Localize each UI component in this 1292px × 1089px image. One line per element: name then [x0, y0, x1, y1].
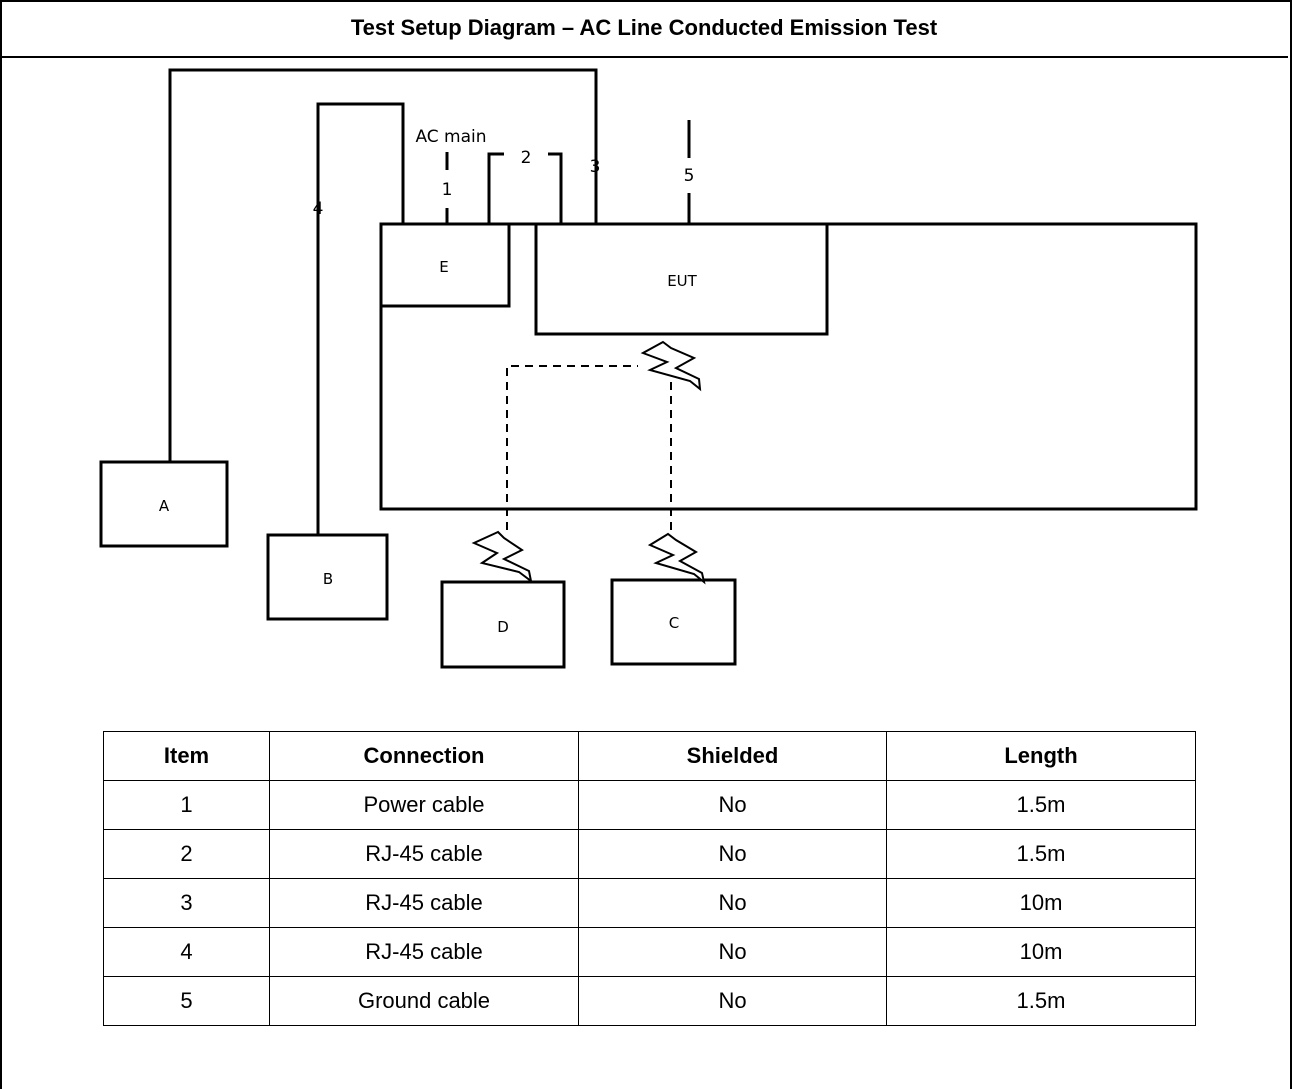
cable-2-line-right [548, 152, 563, 224]
cable-5-number: 5 [684, 166, 695, 186]
box-c-label: C [669, 614, 679, 632]
wireless-bolt-icon-eut [640, 340, 702, 392]
cell-connection: Power cable [269, 780, 579, 830]
cell-item: 1 [103, 780, 270, 830]
cell-length: 10m [886, 927, 1196, 977]
setup-diagram: EUT E A B D C AC main 1 2 3 4 5 [99, 68, 1198, 669]
cell-shielded: No [578, 976, 887, 1026]
table-row: 4 RJ-45 cable No 10m [103, 927, 1196, 977]
table-header-row: Item Connection Shielded Length [103, 731, 1196, 781]
box-e-label: E [439, 258, 448, 276]
wireless-link-d [506, 365, 638, 530]
cell-connection: RJ-45 cable [269, 829, 579, 879]
cable-3-number: 3 [590, 157, 601, 177]
cell-length: 1.5m [886, 780, 1196, 830]
wireless-bolt-icon-c [647, 532, 706, 585]
box-c [610, 578, 737, 666]
cell-shielded: No [578, 927, 887, 977]
box-d-label: D [497, 618, 509, 636]
cell-connection: RJ-45 cable [269, 878, 579, 928]
table-row: 2 RJ-45 cable No 1.5m [103, 829, 1196, 879]
cable-2-line-left [487, 152, 504, 224]
eut-label: EUT [667, 272, 697, 290]
box-b [266, 533, 389, 621]
cell-length: 1.5m [886, 976, 1196, 1026]
cell-length: 10m [886, 878, 1196, 928]
cable-1-number: 1 [442, 180, 453, 200]
cell-item: 5 [103, 976, 270, 1026]
wireless-bolt-icon-d [471, 530, 533, 584]
header-shielded: Shielded [578, 731, 887, 781]
cell-length: 1.5m [886, 829, 1196, 879]
cell-connection: RJ-45 cable [269, 927, 579, 977]
table-row: 5 Ground cable No 1.5m [103, 976, 1196, 1026]
test-table-outline [379, 222, 1198, 511]
cell-shielded: No [578, 878, 887, 928]
ac-main-label: AC main [415, 127, 486, 147]
page-title: Test Setup Diagram – AC Line Conducted E… [0, 0, 1288, 58]
table-row: 1 Power cable No 1.5m [103, 780, 1196, 830]
cable-4-number: 4 [313, 199, 324, 219]
cell-item: 4 [103, 927, 270, 977]
cell-shielded: No [578, 829, 887, 879]
header-item: Item [103, 731, 270, 781]
cable-table: Item Connection Shielded Length 1 Power … [103, 731, 1196, 1026]
box-e [379, 222, 511, 308]
cable-4-line [316, 102, 405, 535]
header-connection: Connection [269, 731, 579, 781]
cable-2-number: 2 [521, 148, 532, 168]
box-d [440, 580, 566, 669]
cable-3-line [168, 68, 598, 462]
cell-connection: Ground cable [269, 976, 579, 1026]
box-a-label: A [159, 497, 170, 515]
box-a [99, 460, 229, 548]
box-b-label: B [323, 570, 333, 588]
cell-item: 3 [103, 878, 270, 928]
header-length: Length [886, 731, 1196, 781]
cell-item: 2 [103, 829, 270, 879]
box-eut [534, 222, 829, 336]
cell-shielded: No [578, 780, 887, 830]
table-row: 3 RJ-45 cable No 10m [103, 878, 1196, 928]
